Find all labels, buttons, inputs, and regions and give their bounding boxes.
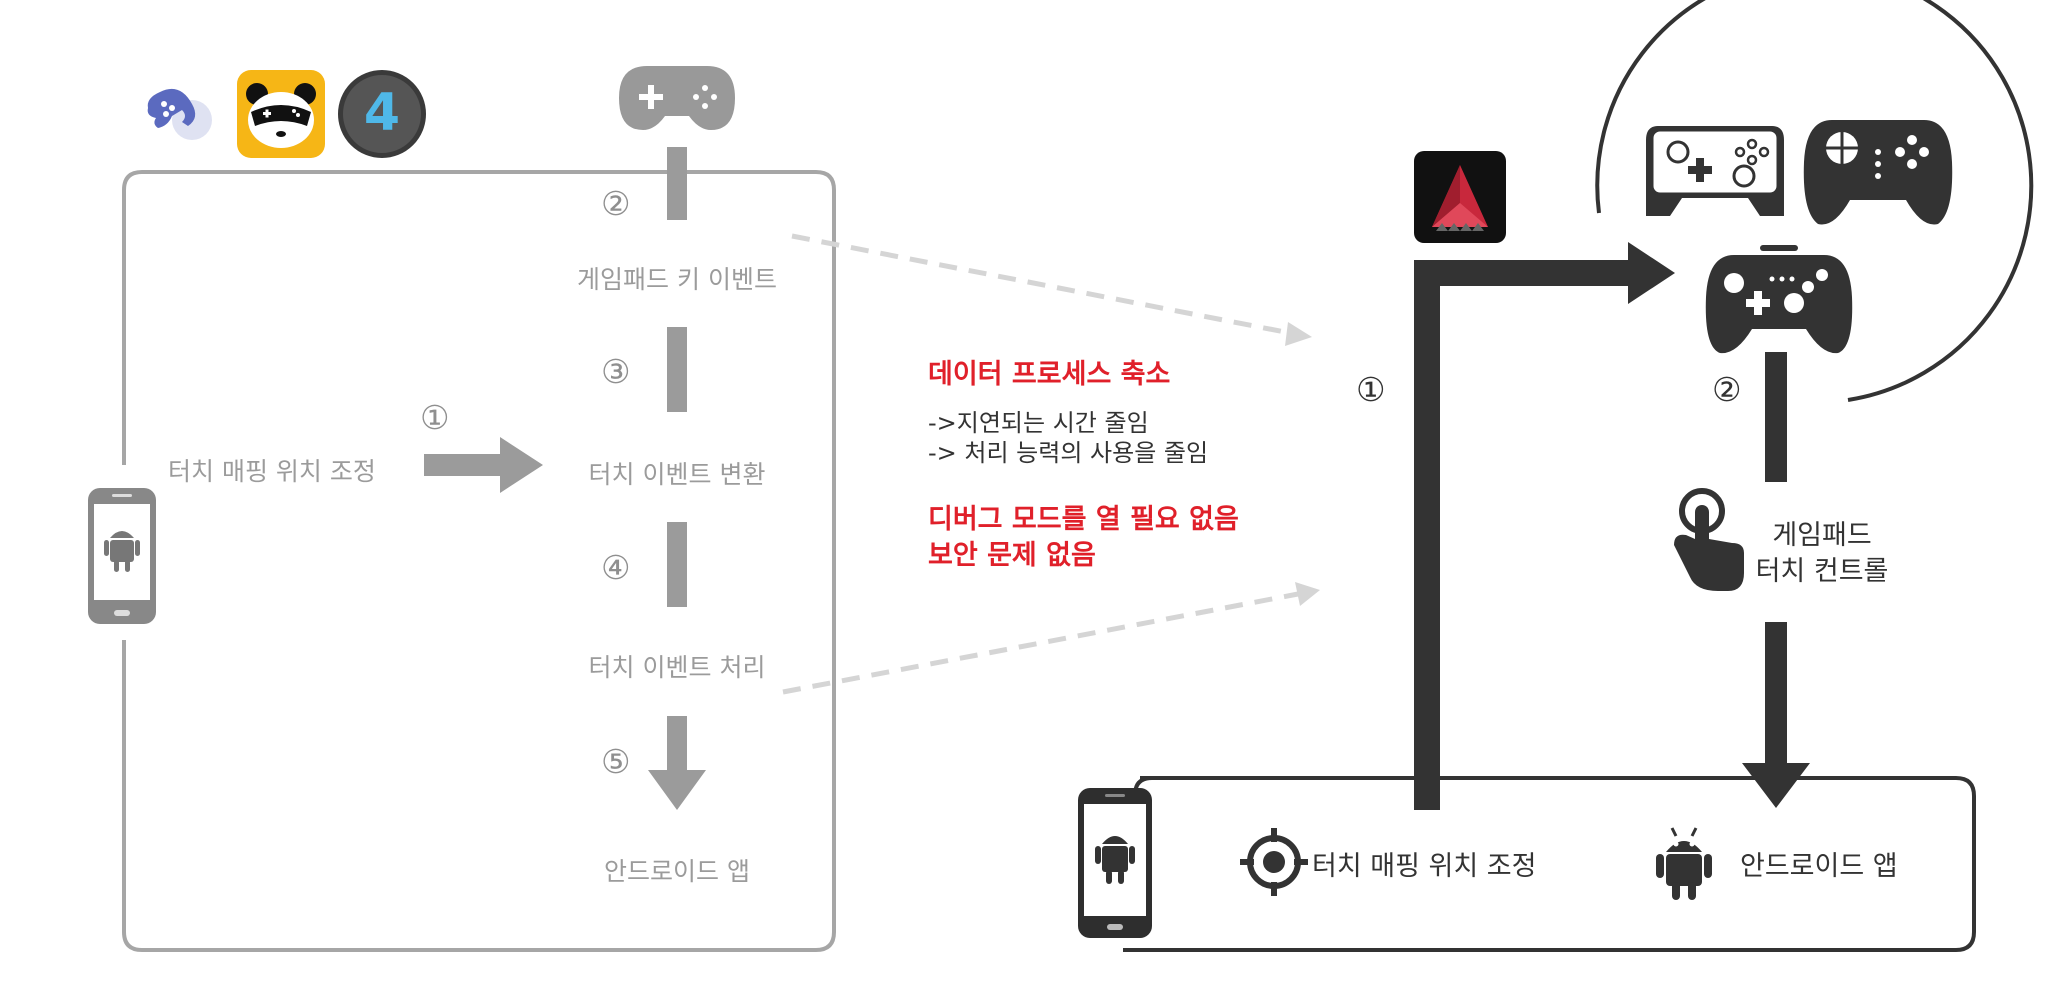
left-step3-label: 터치 이벤트 변환 <box>588 460 766 489</box>
connector-3 <box>667 327 687 412</box>
left-step1-number: ① <box>420 398 450 437</box>
benefit-line-2: -> 처리 능력의 사용을 줄임 <box>928 439 1209 467</box>
arrow-down-5 <box>648 716 706 810</box>
android-phone-left <box>86 486 158 626</box>
arrow-down-right <box>1742 622 1810 808</box>
main-gamepad-icon <box>1704 243 1854 355</box>
crosshair-icon <box>1238 826 1310 898</box>
left-step5-label: 안드로이드 앱 <box>604 857 750 886</box>
octopus-app-icon <box>142 82 214 146</box>
controller-circle <box>1595 0 2034 402</box>
dashed-arrow-bottom <box>782 591 1299 695</box>
left-step2-label: 게임패드 키 이벤트 <box>577 265 777 294</box>
left-step3-number: ③ <box>601 352 631 391</box>
benefit-no-security-issue: 보안 문제 없음 <box>928 540 1096 571</box>
dashed-arrow-top <box>791 233 1291 336</box>
left-step2-number: ② <box>601 184 631 223</box>
round-app-icon-glyph: 4 <box>363 83 401 143</box>
left-step4-number: ④ <box>601 548 631 587</box>
benefit-line-1: ->지연되는 시간 줄임 <box>928 409 1149 437</box>
android-icon <box>1652 826 1716 902</box>
android-phone-right <box>1076 786 1154 940</box>
connector-gamepad <box>667 147 687 220</box>
right-step1-number: ① <box>1356 370 1386 409</box>
left-step1-label: 터치 매핑 위치 조정 <box>168 457 376 486</box>
headline-reduce-process: 데이터 프로세스 축소 <box>928 359 1171 390</box>
left-step5-number: ⑤ <box>601 742 631 781</box>
pro-gamepad-icon <box>1802 112 1954 228</box>
benefit-no-debug: 디버그 모드를 열 필요 없음 <box>928 504 1239 535</box>
touch-control-line1: 게임패드 <box>1772 520 1872 551</box>
arrow-l-up-right <box>1414 242 1675 810</box>
panda-app-icon <box>237 70 325 158</box>
round-app-icon: 4 <box>338 70 426 158</box>
right-mapping-label: 터치 매핑 위치 조정 <box>1312 851 1537 882</box>
switch-gamepad-icon <box>1644 120 1786 220</box>
left-step4-label: 터치 이벤트 처리 <box>588 653 766 682</box>
touch-hand-icon <box>1662 487 1748 593</box>
left-frame <box>122 170 836 952</box>
connector-4 <box>667 522 687 607</box>
mapping-app-icon <box>1414 151 1506 243</box>
arrow-right-1 <box>424 437 543 493</box>
right-android-app-label: 안드로이드 앱 <box>1740 851 1898 882</box>
right-step2-number: ② <box>1712 370 1742 409</box>
connector-right-2 <box>1765 352 1787 482</box>
gamepad-icon <box>617 60 737 136</box>
gamepad-touch-control-label: 게임패드 터치 컨트롤 <box>1742 518 1902 590</box>
touch-control-line2: 터치 컨트롤 <box>1755 556 1889 587</box>
